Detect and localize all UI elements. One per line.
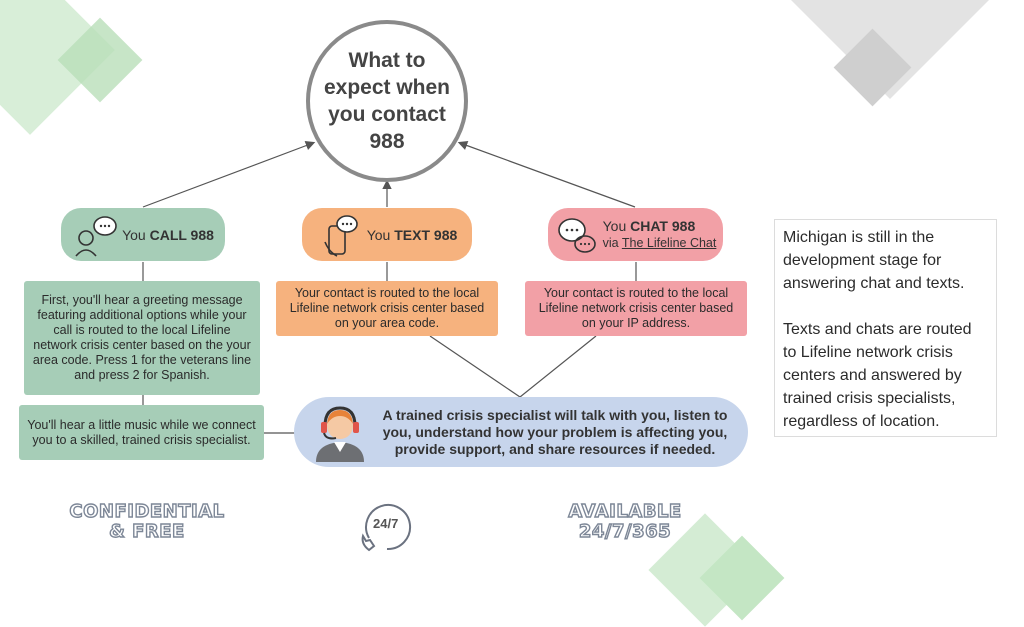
call-pill: You CALL 988 xyxy=(61,208,225,261)
center-circle: What to expect when you contact 988 xyxy=(306,20,468,182)
call-step-2-box: You'll hear a little music while we conn… xyxy=(19,405,264,460)
chat-pill-label: CHAT 988 xyxy=(630,217,696,234)
call-pill-prefix: You xyxy=(122,226,150,243)
text-pill: You TEXT 988 xyxy=(302,208,472,261)
phone-24-7-icon xyxy=(361,504,412,552)
availability-hours-line: 24/7/365 xyxy=(578,521,672,542)
text-step-box: Your contact is routed to the local Life… xyxy=(276,281,498,336)
note-paragraph-2: Texts and chats are routed to Lifeline n… xyxy=(783,321,972,430)
free-line: & FREE xyxy=(108,521,185,542)
connector-lines xyxy=(142,140,637,434)
specialist-text: A trained crisis specialist will talk wi… xyxy=(382,406,728,457)
confidential-free-badge: CONFIDENTIAL & FREE xyxy=(60,501,234,542)
lifeline-chat-link[interactable]: The Lifeline Chat xyxy=(621,235,717,250)
line-center-to-chat xyxy=(457,140,636,208)
headset-agent-icon xyxy=(316,406,364,462)
note-paragraph-1: Michigan is still in the development sta… xyxy=(783,229,965,292)
phone-text-icon xyxy=(323,214,358,257)
line-text-to-specialist xyxy=(429,335,521,398)
confidential-line: CONFIDENTIAL xyxy=(69,501,225,522)
phone-24-7-badge: 24/7 xyxy=(357,498,415,556)
available-badge: AVAILABLE 24/7/365 xyxy=(555,501,695,542)
text-pill-prefix: You xyxy=(366,226,395,243)
michigan-note: Michigan is still in the development sta… xyxy=(774,219,997,437)
available-line: AVAILABLE xyxy=(568,501,682,522)
speech-bubble-person-icon xyxy=(75,215,117,257)
chat-step-box: Your contact is routed to the local Life… xyxy=(525,281,747,336)
text-pill-label: TEXT 988 xyxy=(394,226,458,243)
chat-pill: You CHAT 988 via The Lifeline Chat xyxy=(548,208,723,261)
line-center-to-call xyxy=(142,141,316,208)
chat-pill-prefix: You xyxy=(602,217,631,234)
specialist-box: A trained crisis specialist will talk wi… xyxy=(294,397,748,467)
chat-via-text: via xyxy=(602,235,622,250)
call-step-1-box: First, you'll hear a greeting message fe… xyxy=(24,281,260,395)
line-chat-to-specialist xyxy=(519,335,597,398)
center-title: What to expect when you contact 988 xyxy=(323,49,451,153)
call-pill-label: CALL 988 xyxy=(149,226,214,243)
chat-bubbles-icon xyxy=(557,217,596,253)
badge-24-7-text: 24/7 xyxy=(373,516,399,531)
